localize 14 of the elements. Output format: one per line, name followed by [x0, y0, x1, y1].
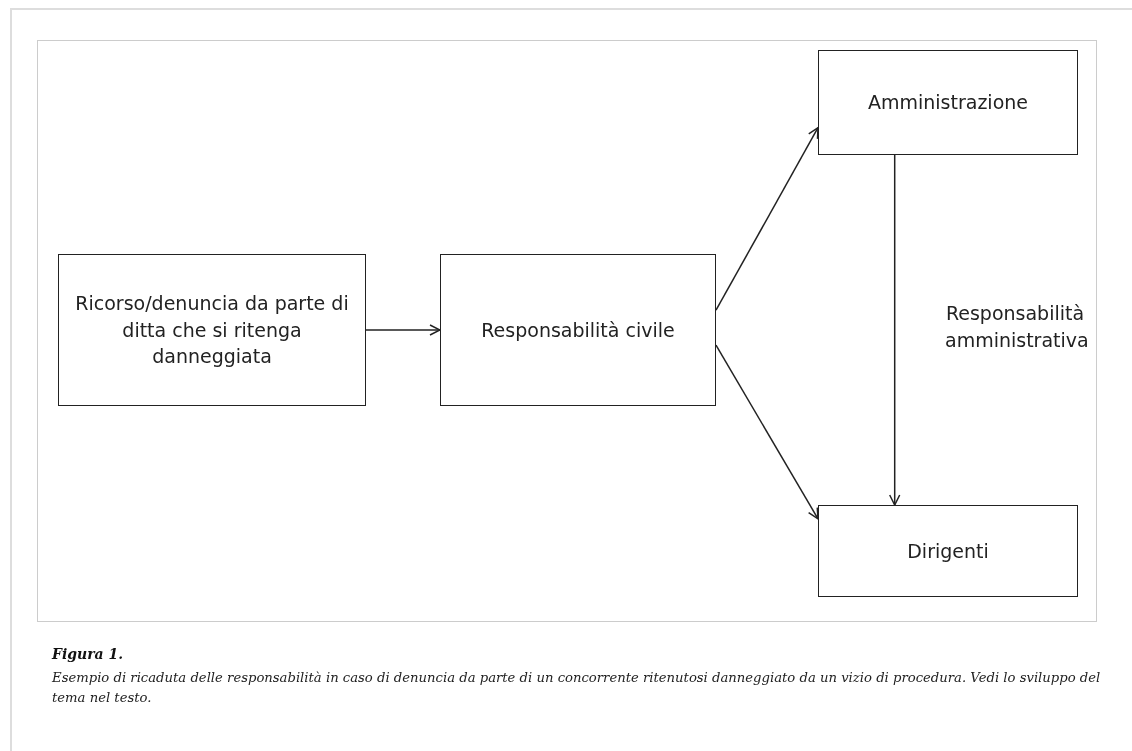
arrow — [715, 344, 819, 520]
arrow — [365, 324, 441, 336]
process-box — [58, 254, 366, 406]
box-text: Amministrazione — [868, 90, 1028, 116]
box-text: Ricorso/denuncia da parte di ditta che si ritenga danneggiata — [74, 291, 350, 370]
figure-title: Figura 1. — [52, 646, 124, 662]
process-box — [818, 50, 1078, 155]
figure-caption: Esempio di ricaduta delle responsabilità in caso di denuncia da parte di un concorrente ritenutosi danneggiato da un vizio di procedura. Vedi lo sviluppo del tema nel testo. — [52, 669, 1102, 708]
box-text: Responsabilità civile — [481, 317, 675, 343]
arrow — [888, 154, 901, 506]
process-box — [818, 505, 1078, 597]
arrow — [715, 126, 819, 311]
process-box — [440, 254, 716, 406]
box-text: Dirigenti — [907, 538, 989, 564]
